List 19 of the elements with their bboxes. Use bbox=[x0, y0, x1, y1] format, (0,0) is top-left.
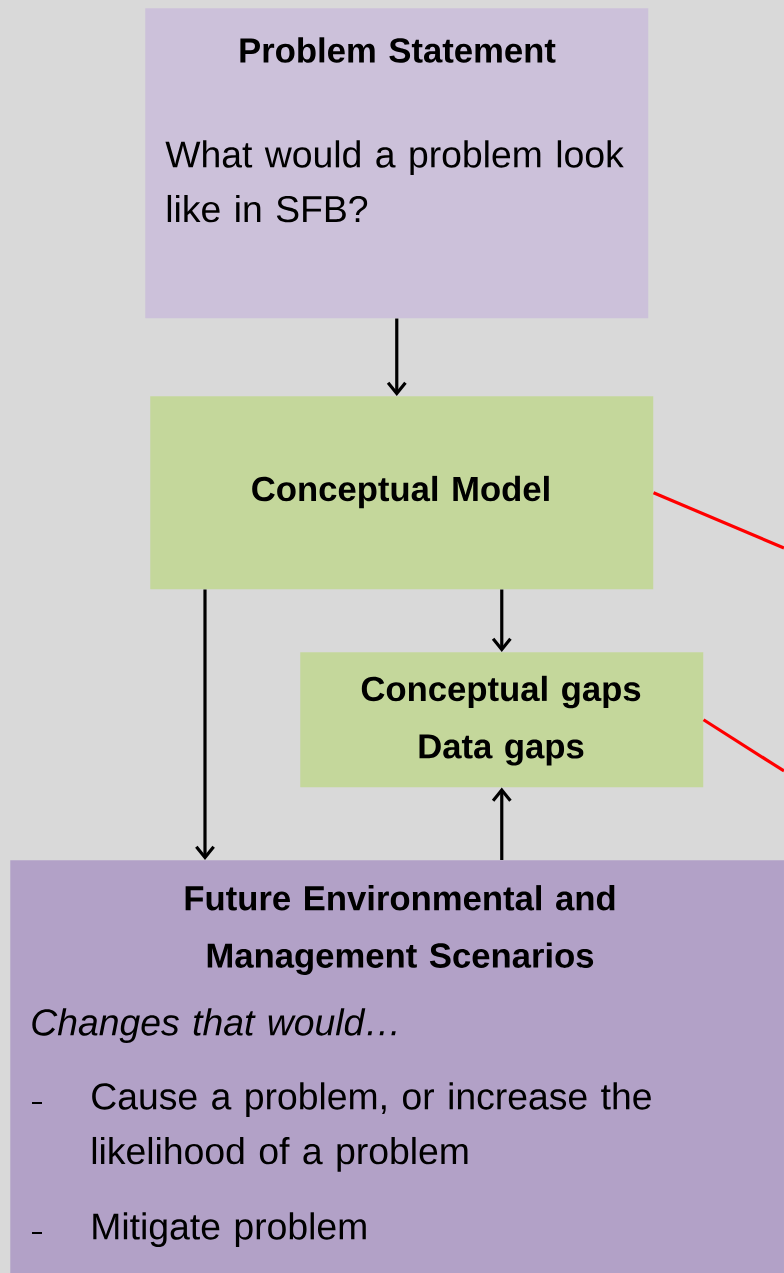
arrow bbox=[491, 589, 512, 652]
heading: Data gaps bbox=[419, 734, 584, 766]
heading: Conceptual gaps bbox=[361, 675, 641, 709]
intro-text: Changes that would… bbox=[32, 1008, 396, 1044]
problem-box bbox=[145, 8, 649, 319]
scenario-box bbox=[10, 860, 784, 1273]
arrow bbox=[491, 787, 512, 860]
heading: Problem Statement bbox=[240, 37, 556, 63]
body-text: What would a problem look like in SFB? bbox=[165, 140, 624, 223]
connector-line bbox=[652, 491, 784, 550]
heading: Future Environmental and Management Scenarios bbox=[185, 885, 615, 975]
arrow bbox=[386, 318, 407, 396]
gaps-box bbox=[300, 652, 704, 788]
list-item: Mitigate problem bbox=[93, 1212, 366, 1248]
list-item: Cause a problem, or increase the likelihood of a problem bbox=[92, 1082, 651, 1172]
arrow bbox=[195, 589, 215, 860]
heading: Conceptual Model bbox=[252, 475, 549, 509]
connector-line bbox=[702, 718, 784, 773]
process-box bbox=[150, 396, 654, 590]
